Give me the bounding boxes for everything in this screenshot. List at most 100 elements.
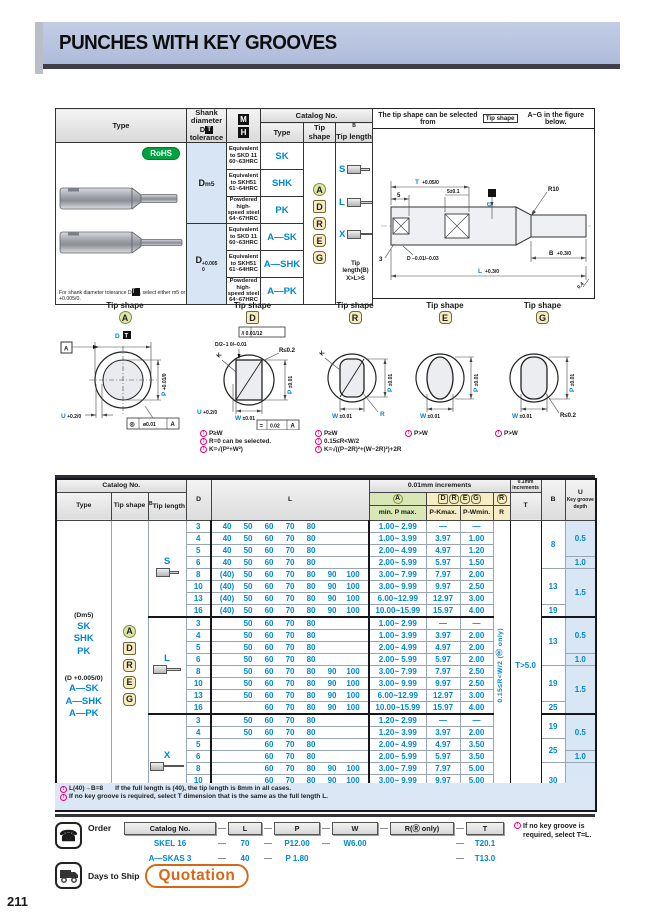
svg-text:=: = — [260, 424, 264, 430]
table-cell: 5.97 — [425, 555, 461, 569]
punch-x-icon — [150, 761, 185, 771]
days-to-ship-label: Days to Ship — [88, 870, 140, 881]
table-cell: 2.50 — [459, 664, 494, 678]
tip-shape-g-header: Tip shape G — [523, 301, 562, 324]
tip-shape-g-block: Tip shape G P ±0.01 W ±0.01 R≤0.2 !P>W — [490, 300, 595, 475]
tip-shape-badge-d: D — [438, 493, 449, 504]
tip-shape-badge-g: G — [471, 493, 482, 504]
header-l: L — [210, 478, 370, 521]
tip-shape-badge-d: D — [123, 641, 136, 655]
h-icon: H — [238, 126, 249, 138]
table-cell: 3.00~ 7.99 — [368, 567, 427, 581]
page-edge-tab — [35, 22, 43, 74]
tip-shape-a-header: Tip shape A — [106, 301, 144, 324]
tip-shape-badge-r: R — [348, 311, 362, 324]
order-note: ! If no key groove is required, select T… — [514, 822, 591, 840]
order-example-value: — — [218, 854, 226, 863]
order-example-value: T20.1 — [474, 838, 496, 848]
punch-l-icon — [346, 197, 372, 207]
order-example-value: — — [456, 839, 464, 848]
quotation-badge: Quotation — [145, 863, 250, 888]
table-cell: 6.00~12.99 — [368, 591, 427, 605]
order-example-value: — — [264, 839, 272, 848]
order-box: Catalog No. — [124, 822, 216, 835]
header-catalog-no: Catalog No. — [55, 478, 187, 493]
dimension-drawing: T+0.05/0 5±0.1 5 D R10 3 D −0.01/−0.03 B… — [373, 129, 594, 298]
table-cell: 13 — [540, 616, 566, 666]
table-cell: 1.20~ 3.99 — [368, 725, 427, 739]
m-icon: M — [238, 113, 249, 125]
tip-shape-badge-e: E — [460, 493, 471, 504]
order-example-row-1: SKEL 16—70—P12.00—W6.00—T20.1 — [124, 837, 504, 850]
order-example-value: 70 — [240, 838, 250, 848]
table-cell: 10 — [185, 676, 212, 690]
tip-shape-badge-a: A — [392, 493, 403, 504]
svg-text:P ±0.01: P ±0.01 — [287, 376, 294, 394]
order-label: Order — [88, 823, 112, 833]
table-cell: 10.00~15.99 — [368, 700, 427, 715]
table-cell: 1.5 — [564, 567, 597, 618]
tip-shape-box: Tip shape — [482, 114, 518, 123]
table-cell: 6 — [185, 749, 212, 763]
rohs-badge: RoHS — [142, 147, 180, 160]
tip-shape-r-diagram: K P ±0.01 W ±0.01 R — [319, 350, 394, 420]
svg-text:0.4: 0.4 — [576, 281, 585, 290]
table-cell: 0.5 — [564, 616, 597, 654]
table-cell: 6.00~12.99 — [368, 688, 427, 702]
tip-shape-badge-r: R — [449, 493, 460, 504]
table-cell: — — [459, 616, 494, 630]
table-cell: 1.5 — [564, 664, 597, 715]
order-phone-icon: ☎ — [55, 822, 82, 849]
table-cell: 4 — [185, 531, 212, 545]
table-cell: 9.97 — [425, 579, 461, 593]
spec-note: !R=0 can be selected. — [200, 438, 271, 446]
table-cell: 7.97 — [425, 761, 461, 775]
table-cell: 16 — [185, 603, 212, 618]
tip-shape-badge-g: G — [313, 251, 326, 264]
svg-text:P ±0.01: P ±0.01 — [473, 374, 480, 392]
table-cell: 2.00 — [459, 640, 494, 654]
table-cell: 13 — [185, 591, 212, 605]
svg-text:P +0.01/0: P +0.01/0 — [161, 373, 168, 396]
svg-text:A: A — [64, 347, 69, 353]
tip-shape-badge-d: D — [246, 311, 259, 324]
order-box: P — [274, 822, 320, 835]
tip-shape-d-block: Tip shape D // 0.01/12 D/2−1 0/−0.01 R≤0… — [195, 300, 310, 475]
dash: — — [264, 824, 272, 833]
col-header-type: Type — [55, 108, 187, 143]
svg-text:L: L — [478, 268, 482, 275]
tip-shape-g-notes: !P>W — [495, 430, 518, 438]
table-cell: 2.00~ 4.99 — [368, 737, 427, 751]
table-cell: 3.97 — [425, 628, 461, 642]
footnote-2: ! If no key groove is required, select T… — [60, 793, 590, 801]
order-example-value: — — [218, 839, 226, 848]
table-footnotes: ! L(40)→B=8 If the full length is (40), … — [55, 783, 595, 810]
header-d: D — [185, 478, 212, 521]
spec-note: !P≥W — [200, 430, 271, 438]
spec-note: !P>W — [495, 430, 518, 438]
tip-length-x: X — [339, 229, 372, 240]
svg-text:// 0.01/12: // 0.01/12 — [242, 331, 263, 337]
tip-shape-d-header: Tip shape D — [233, 301, 272, 324]
tip-length-l: L — [339, 197, 372, 208]
note-icon: ! — [405, 430, 412, 438]
table-cell: 1.00~ 2.99 — [368, 519, 427, 533]
col-header-catalog: Catalog No. — [259, 107, 374, 124]
table-cell: 4.97 — [425, 640, 461, 654]
table-cell: 3.97 — [425, 531, 461, 545]
table-cell: 4 — [185, 725, 212, 739]
svg-text:ø0.01: ø0.01 — [143, 422, 156, 428]
table-cell: 7.97 — [425, 567, 461, 581]
spec-note: !P≥W — [315, 430, 401, 438]
table-cell: 4.97 — [425, 737, 461, 751]
